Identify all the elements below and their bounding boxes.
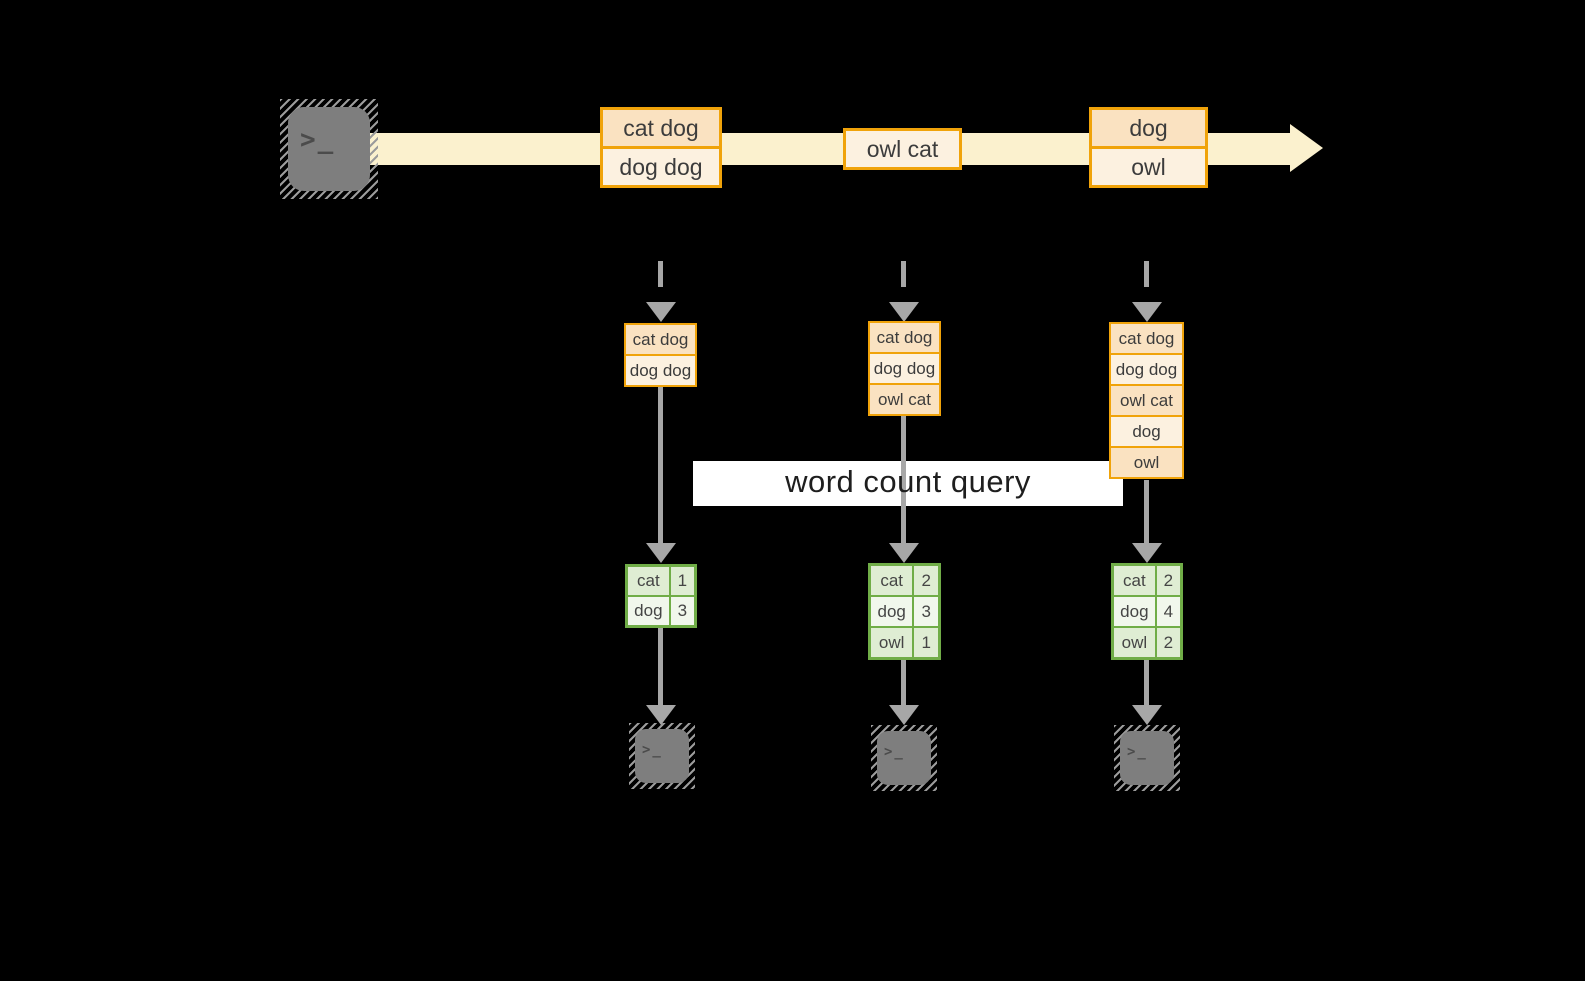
result-row: cat 2 (871, 566, 938, 595)
terminal-screen: >_ (1120, 731, 1174, 785)
terminal-screen: >_ (288, 107, 370, 191)
flow-arrow-head (646, 543, 676, 563)
flow-arrow-segment (901, 416, 906, 546)
word-cell: owl (871, 628, 913, 657)
flow-arrow-head (646, 705, 676, 725)
sink-terminal-icon-2: >_ (871, 725, 937, 791)
flow-arrow-segment (1144, 659, 1149, 707)
stream-arrow-head (1290, 124, 1323, 172)
result-row: cat 1 (628, 567, 694, 595)
result-row: owl 1 (871, 626, 938, 657)
result-row: dog 4 (1114, 595, 1180, 626)
flow-arrow-head (1132, 705, 1162, 725)
stream-event-batch-3: dog owl (1089, 107, 1208, 188)
dashed-arrow-head (646, 302, 676, 322)
event-cell: cat dog (870, 323, 939, 352)
sink-terminal-icon-1: >_ (629, 723, 695, 789)
result-row: dog 3 (871, 595, 938, 626)
event-cell: dog (1111, 415, 1182, 446)
count-cell: 1 (912, 628, 938, 657)
dashed-arrow-head (889, 302, 919, 322)
event-cell: owl cat (1111, 384, 1182, 415)
event-cell: dog dog (870, 352, 939, 383)
query-banner (693, 461, 1123, 506)
flow-arrow-head (1132, 543, 1162, 563)
result-table-2: cat 2 dog 3 owl 1 (868, 563, 941, 660)
terminal-prompt-icon: >_ (642, 742, 663, 758)
count-cell: 4 (1154, 597, 1180, 626)
stream-event-batch-1: cat dog dog dog (600, 107, 722, 188)
stream-event-2: owl cat (843, 128, 962, 170)
count-cell: 2 (912, 566, 938, 595)
flow-arrow-segment (658, 385, 663, 545)
dashed-arrow-segment (658, 261, 663, 287)
result-row: cat 2 (1114, 566, 1180, 595)
count-cell: 1 (668, 567, 694, 595)
event-cell: cat dog (626, 325, 695, 354)
accumulated-events-1: cat dog dog dog (624, 323, 697, 387)
word-cell: cat (1114, 566, 1155, 595)
event-cell: dog dog (626, 354, 695, 385)
event-cell: cat dog (1111, 324, 1182, 353)
terminal-prompt-icon: >_ (1127, 744, 1148, 760)
result-row: dog 3 (628, 595, 694, 625)
event-cell: owl (1111, 446, 1182, 477)
event-cell: dog (1092, 110, 1205, 146)
event-cell: owl cat (846, 131, 959, 167)
terminal-prompt-icon: >_ (884, 744, 905, 760)
word-cell: cat (871, 566, 913, 595)
result-row: owl 2 (1114, 626, 1180, 657)
count-cell: 2 (1154, 628, 1180, 657)
count-cell: 3 (912, 597, 938, 626)
event-cell: dog dog (1111, 353, 1182, 384)
result-table-1: cat 1 dog 3 (625, 564, 697, 628)
dashed-arrow-head (1132, 302, 1162, 322)
terminal-screen: >_ (877, 731, 931, 785)
count-cell: 2 (1154, 566, 1180, 595)
query-banner-label: word count query (785, 464, 1031, 499)
accumulated-events-2: cat dog dog dog owl cat (868, 321, 941, 416)
word-cell: dog (628, 597, 669, 625)
word-cell: dog (1114, 597, 1155, 626)
source-terminal-icon: >_ (280, 99, 378, 199)
flow-arrow-head (889, 543, 919, 563)
sink-terminal-icon-3: >_ (1114, 725, 1180, 791)
flow-arrow-segment (658, 626, 663, 707)
event-cell: cat dog (603, 110, 719, 146)
dashed-arrow-segment (1144, 261, 1149, 287)
terminal-screen: >_ (635, 729, 689, 783)
flow-arrow-segment (1144, 480, 1149, 546)
dashed-arrow-segment (901, 261, 906, 287)
word-cell: owl (1114, 628, 1155, 657)
count-cell: 3 (668, 597, 694, 625)
result-table-3: cat 2 dog 4 owl 2 (1111, 563, 1183, 660)
terminal-prompt-icon: >_ (300, 125, 336, 155)
accumulated-events-3: cat dog dog dog owl cat dog owl (1109, 322, 1184, 479)
flow-arrow-segment (901, 659, 906, 707)
event-cell: owl cat (870, 383, 939, 414)
word-cell: cat (628, 567, 669, 595)
event-cell: dog dog (603, 146, 719, 185)
event-cell: owl (1092, 146, 1205, 185)
flow-arrow-head (889, 705, 919, 725)
word-cell: dog (871, 597, 913, 626)
